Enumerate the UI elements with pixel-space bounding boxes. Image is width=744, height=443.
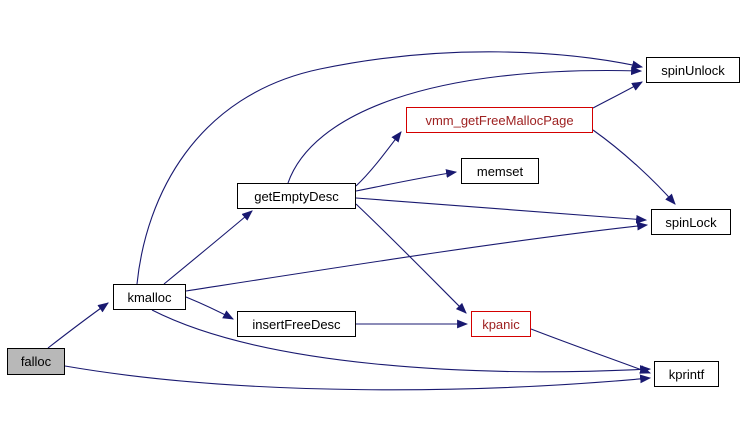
node-spinLock[interactable]: spinLock [651,209,731,235]
node-kpanic[interactable]: kpanic [471,311,531,337]
edge-kpanic-to-kprintf [530,328,652,374]
node-falloc: falloc [7,348,65,375]
node-getEmptyDesc[interactable]: getEmptyDesc [237,183,356,209]
edge-getEmptyDesc-to-spinLock [355,197,648,224]
node-spinUnlock[interactable]: spinUnlock [646,57,740,83]
node-memset[interactable]: memset [461,158,539,184]
edge-falloc-to-kprintf [64,365,652,391]
edge-kmalloc-to-getEmptyDesc [163,210,253,285]
edge-falloc-to-kmalloc [47,302,109,349]
edge-getEmptyDesc-to-spinUnlock [287,66,643,184]
edge-group [47,51,676,391]
edge-getEmptyDesc-to-vmm_getFreeMallocPage [355,131,402,187]
node-kprintf[interactable]: kprintf [654,361,719,387]
node-insertFreeDesc[interactable]: insertFreeDesc [237,311,356,337]
node-vmm_getFreeMallocPage[interactable]: vmm_getFreeMallocPage [406,107,593,133]
edge-kmalloc-to-spinLock [185,221,649,292]
node-kmalloc[interactable]: kmalloc [113,284,186,310]
edge-getEmptyDesc-to-kpanic [355,203,467,314]
edge-vmm_getFreeMallocPage-to-spinUnlock [592,81,643,109]
edge-kmalloc-to-kprintf [151,309,652,374]
edge-getEmptyDesc-to-memset [355,169,458,192]
edge-vmm_getFreeMallocPage-to-spinLock [592,129,676,205]
edge-kmalloc-to-insertFreeDesc [185,296,234,320]
edge-kmalloc-to-spinUnlock [136,51,644,285]
